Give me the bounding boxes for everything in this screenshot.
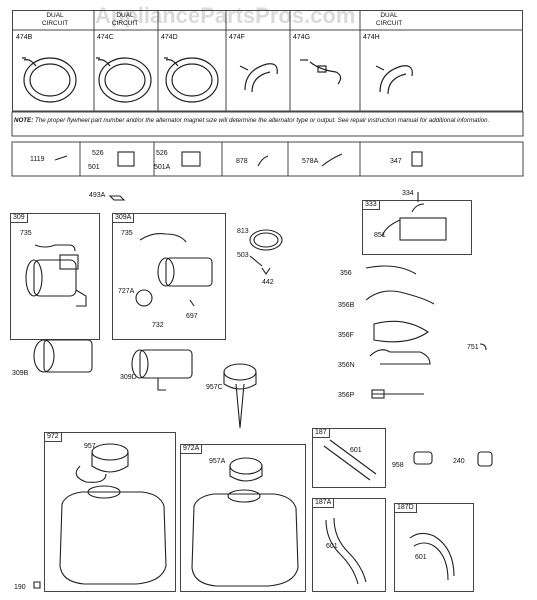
part-label-356F: 356F bbox=[338, 332, 354, 339]
part-label-735a: 735 bbox=[20, 230, 32, 237]
box-label-187D: 187D bbox=[394, 503, 417, 513]
part-label-957C: 957C bbox=[206, 384, 223, 391]
part-label-356: 356 bbox=[340, 270, 352, 277]
part-label-347: 347 bbox=[390, 158, 402, 165]
box-label-187: 187 bbox=[312, 428, 330, 438]
box-label-333: 333 bbox=[362, 200, 380, 210]
part-label-474B: 474B bbox=[16, 34, 33, 41]
part-label-356N: 356N bbox=[338, 362, 355, 369]
part-label-501: 501 bbox=[88, 164, 100, 171]
box-label-972: 972 bbox=[44, 432, 62, 442]
header-col-2: DUAL CIRCUIT bbox=[111, 12, 139, 27]
header-col-6: DUAL CIRCUIT bbox=[375, 12, 403, 27]
part-label-957: 957 bbox=[84, 443, 96, 450]
box-187D bbox=[394, 503, 474, 592]
part-label-240: 240 bbox=[453, 458, 465, 465]
box-187A bbox=[312, 498, 386, 592]
part-label-727A: 727A bbox=[118, 288, 135, 295]
part-label-751: 751 bbox=[467, 344, 479, 351]
box-label-309: 309 bbox=[10, 213, 28, 223]
part-label-1119: 1119 bbox=[30, 156, 45, 163]
part-label-697: 697 bbox=[186, 313, 198, 320]
part-label-442: 442 bbox=[262, 279, 274, 286]
part-label-735b: 735 bbox=[121, 230, 133, 237]
part-label-474H: 474H bbox=[363, 34, 380, 41]
part-label-190: 190 bbox=[14, 584, 26, 591]
part-label-474G: 474G bbox=[293, 34, 311, 41]
box-label-187A: 187A bbox=[312, 498, 335, 508]
part-label-601b: 601 bbox=[326, 543, 338, 550]
box-label-972A: 972A bbox=[180, 444, 203, 454]
part-label-601a: 601 bbox=[350, 447, 362, 454]
part-label-878: 878 bbox=[236, 158, 248, 165]
note-body: The proper flywheel part number and/or t… bbox=[34, 117, 490, 124]
part-label-957A: 957A bbox=[209, 458, 226, 465]
part-label-474D: 474D bbox=[161, 34, 178, 41]
part-label-334: 334 bbox=[402, 190, 414, 197]
note-text: NOTE: The proper flywheel part number an… bbox=[14, 117, 519, 125]
part-label-309B: 309B bbox=[12, 370, 29, 377]
box-label-309A: 309A bbox=[112, 213, 135, 223]
part-label-356P: 356P bbox=[338, 392, 355, 399]
part-label-356B: 356B bbox=[338, 302, 355, 309]
part-label-813: 813 bbox=[237, 228, 249, 235]
part-label-493A: 493A bbox=[89, 192, 106, 199]
note-label: NOTE: bbox=[14, 117, 34, 124]
part-label-474C: 474C bbox=[97, 34, 114, 41]
box-972A bbox=[180, 444, 306, 592]
header-col-1: DUAL CIRCUIT bbox=[41, 12, 69, 27]
part-label-474F: 474F bbox=[229, 34, 245, 41]
part-label-601c: 601 bbox=[415, 554, 427, 561]
part-label-501A: 501A bbox=[154, 164, 171, 171]
box-333 bbox=[362, 200, 472, 255]
box-972 bbox=[44, 432, 176, 592]
part-label-851: 851 bbox=[374, 232, 386, 239]
part-label-526a: 526 bbox=[92, 150, 104, 157]
part-label-958: 958 bbox=[392, 462, 404, 469]
part-label-309D: 309D bbox=[120, 374, 137, 381]
part-label-503: 503 bbox=[237, 252, 249, 259]
box-187 bbox=[312, 428, 386, 488]
box-309A bbox=[112, 213, 226, 340]
part-label-526b: 526 bbox=[156, 150, 168, 157]
part-label-732: 732 bbox=[152, 322, 164, 329]
part-label-578A: 578A bbox=[302, 158, 319, 165]
